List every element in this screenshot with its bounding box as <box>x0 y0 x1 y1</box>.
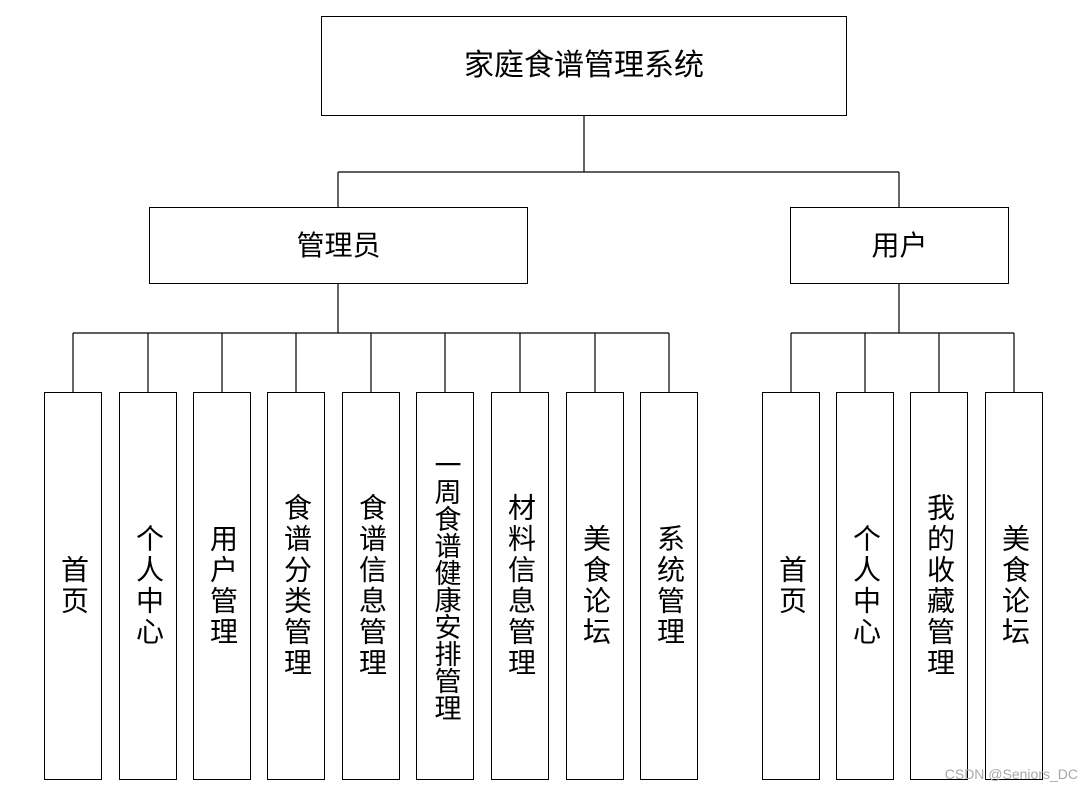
leaf-node: 食谱分类管理 <box>267 392 325 780</box>
leaf-node: 材料信息管理 <box>491 392 549 780</box>
leaf-node: 我的收藏管理 <box>910 392 968 780</box>
leaf-node: 首页 <box>762 392 820 780</box>
leaf-label: 系统管理 <box>653 524 686 648</box>
leaf-label: 美食论坛 <box>579 524 612 648</box>
root-label: 家庭食谱管理系统 <box>464 48 704 83</box>
leaf-label: 食谱分类管理 <box>280 493 313 679</box>
leaf-label: 食谱信息管理 <box>355 493 388 679</box>
root-node: 家庭食谱管理系统 <box>321 16 847 116</box>
leaf-label: 材料信息管理 <box>504 493 537 679</box>
leaf-label: 首页 <box>775 555 808 617</box>
watermark-text: CSDN @Seniors_DC <box>944 766 1078 782</box>
leaf-label: 我的收藏管理 <box>923 493 956 679</box>
leaf-node: 用户管理 <box>193 392 251 780</box>
leaf-node: 系统管理 <box>640 392 698 780</box>
branch-label-admin: 管理员 <box>296 228 381 262</box>
leaf-label: 一周食谱健康安排管理 <box>429 451 461 721</box>
leaf-node: 一周食谱健康安排管理 <box>416 392 474 780</box>
leaf-label: 个人中心 <box>849 524 882 648</box>
leaf-node: 美食论坛 <box>985 392 1043 780</box>
leaf-node: 美食论坛 <box>566 392 624 780</box>
leaf-label: 个人中心 <box>132 524 165 648</box>
branch-node-admin: 管理员 <box>149 207 528 284</box>
leaf-label: 美食论坛 <box>998 524 1031 648</box>
leaf-node: 个人中心 <box>119 392 177 780</box>
leaf-node: 个人中心 <box>836 392 894 780</box>
leaf-node: 首页 <box>44 392 102 780</box>
leaf-label: 首页 <box>57 555 90 617</box>
branch-label-user: 用户 <box>871 228 928 262</box>
leaf-node: 食谱信息管理 <box>342 392 400 780</box>
leaf-label: 用户管理 <box>206 524 239 648</box>
branch-node-user: 用户 <box>790 207 1009 284</box>
